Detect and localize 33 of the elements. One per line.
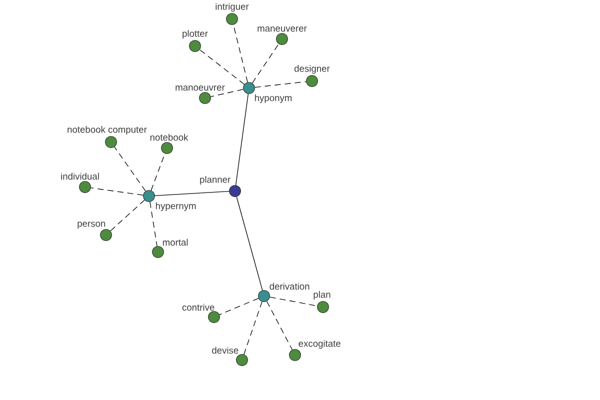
node-label: person (78, 222, 106, 229)
node-label: planner (200, 176, 230, 185)
connector-line (235, 94, 249, 186)
node-label: hyponym (254, 94, 292, 104)
node-label: contrive (182, 304, 214, 311)
dashed-line (266, 300, 293, 350)
node-label: plotter (182, 30, 208, 39)
dashed-line (90, 188, 144, 196)
node-label: designer (294, 64, 330, 74)
node-label: individual (61, 172, 99, 180)
dashed-line (150, 202, 158, 246)
node-label: excogitate (298, 340, 340, 349)
dashed-line (199, 49, 245, 85)
node-label: devise (212, 346, 238, 354)
node-label: plan (314, 290, 330, 300)
node-label: notebook computer (68, 126, 147, 135)
dashed-line (270, 296, 318, 306)
node-label: mortal (162, 238, 188, 246)
dashed-line (254, 81, 306, 88)
dashed-line (210, 88, 244, 98)
dashed-line (114, 146, 146, 192)
dashed-line (252, 44, 280, 84)
dashed-line (244, 301, 262, 355)
node-label: notebook (150, 134, 188, 141)
node-label: hypernym (156, 202, 196, 212)
dashed-line (219, 298, 259, 316)
node-label: intriguer (216, 2, 249, 12)
dashed-line (110, 200, 145, 232)
connector-line (236, 196, 263, 291)
connector-line (154, 191, 230, 196)
node-label: derivation (270, 282, 310, 290)
node-label: manoeuvrer (176, 86, 225, 91)
node-label: maneuverer (258, 26, 307, 32)
